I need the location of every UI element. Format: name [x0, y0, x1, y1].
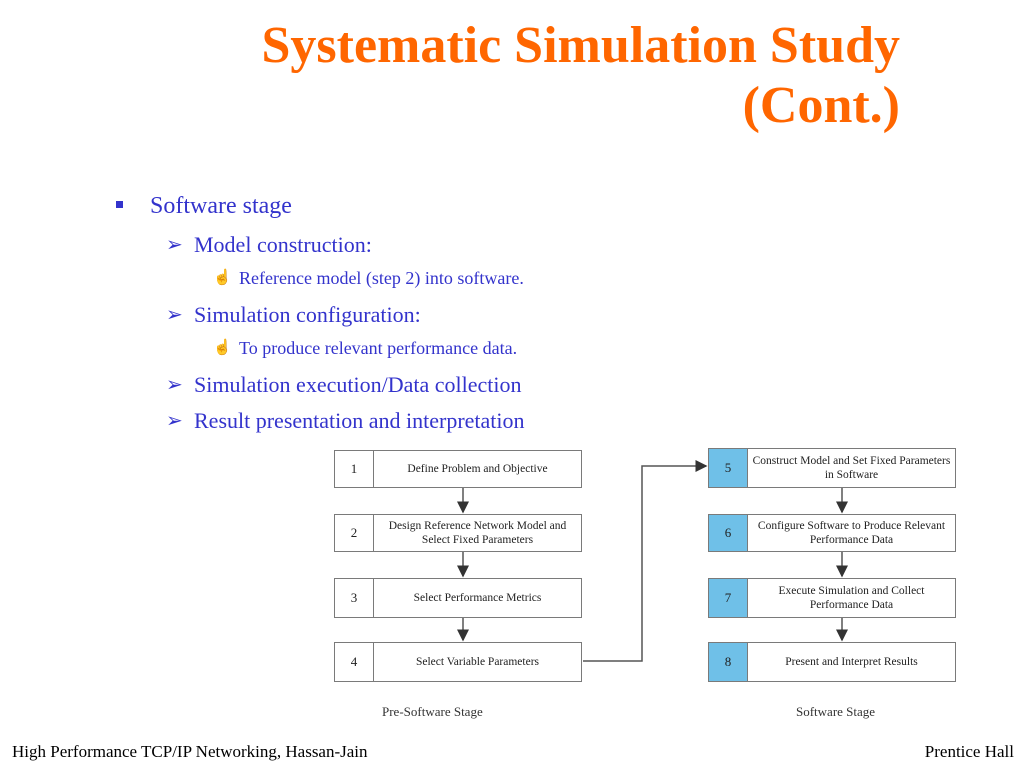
arrow-bullet-icon: ➢ [166, 304, 183, 326]
simulation-flow-diagram: 1 Define Problem and Objective 2 Design … [330, 446, 960, 726]
pointing-hand-icon: ☝ [213, 340, 232, 356]
step-box-8: 8 Present and Interpret Results [708, 642, 956, 682]
bullet-simulation-configuration: ➢ Simulation configuration: [166, 302, 421, 328]
bullet-text: Result presentation and interpretation [194, 408, 525, 433]
step-number: 8 [709, 643, 748, 681]
bullet-model-construction: ➢ Model construction: [166, 232, 372, 258]
bullet-simulation-execution: ➢ Simulation execution/Data collection [166, 372, 522, 398]
step-number: 7 [709, 579, 748, 617]
arrow-bullet-icon: ➢ [166, 234, 183, 256]
bullet-text: Reference model (step 2) into software. [239, 268, 524, 288]
step-number: 4 [335, 643, 374, 681]
bullet-text: Software stage [150, 193, 292, 219]
step-box-7: 7 Execute Simulation and Collect Perform… [708, 578, 956, 618]
footer-left: High Performance TCP/IP Networking, Hass… [12, 742, 368, 761]
step-text: Configure Software to Produce Relevant P… [757, 520, 946, 546]
slide-title-line2: (Cont.) [742, 77, 900, 134]
footer-right: Prentice Hall [924, 742, 1014, 761]
step-text: Design Reference Network Model and Selec… [388, 520, 567, 546]
step-number: 2 [335, 515, 374, 551]
pre-software-stage-label: Pre-Software Stage [382, 704, 483, 719]
pointing-hand-icon: ☝ [213, 270, 232, 286]
step-box-2: 2 Design Reference Network Model and Sel… [334, 514, 582, 552]
step-number: 6 [709, 515, 748, 551]
flow-connectors [457, 460, 848, 662]
bullet-software-stage: Software stage [116, 193, 292, 220]
step-text: Execute Simulation and Collect Performan… [778, 585, 925, 611]
step-number: 5 [709, 449, 748, 487]
step-number: 1 [335, 451, 374, 487]
bullet-text: To produce relevant performance data. [239, 338, 518, 358]
arrow-bullet-icon: ➢ [166, 410, 183, 432]
bullet-result-presentation: ➢ Result presentation and interpretation [166, 408, 525, 434]
step-box-5: 5 Construct Model and Set Fixed Paramete… [708, 448, 956, 488]
bullet-text: Simulation execution/Data collection [194, 372, 522, 397]
step-box-6: 6 Configure Software to Produce Relevant… [708, 514, 956, 552]
step-box-1: 1 Define Problem and Objective [334, 450, 582, 488]
bullet-simulation-configuration-sub: ☝ To produce relevant performance data. [213, 338, 518, 359]
slide-title: Systematic Simulation Study (Cont.) [140, 16, 900, 136]
step-number: 3 [335, 579, 374, 617]
step-text: Define Problem and Objective [407, 463, 548, 475]
slide-title-line1: Systematic Simulation Study [261, 17, 900, 74]
step-text: Select Variable Parameters [415, 656, 540, 668]
step-box-3: 3 Select Performance Metrics [334, 578, 582, 618]
step-text: Construct Model and Set Fixed Parameters… [752, 455, 951, 481]
bullet-text: Simulation configuration: [194, 302, 421, 327]
arrow-bullet-icon: ➢ [166, 374, 183, 396]
square-bullet-icon [116, 201, 123, 208]
software-stage-label: Software Stage [796, 704, 876, 719]
step-text: Select Performance Metrics [413, 592, 542, 604]
step-box-4: 4 Select Variable Parameters [334, 642, 582, 682]
arrow-4-5 [583, 460, 708, 662]
bullet-text: Model construction: [194, 232, 372, 257]
step-text: Present and Interpret Results [785, 656, 918, 668]
bullet-model-construction-sub: ☝ Reference model (step 2) into software… [213, 268, 524, 289]
